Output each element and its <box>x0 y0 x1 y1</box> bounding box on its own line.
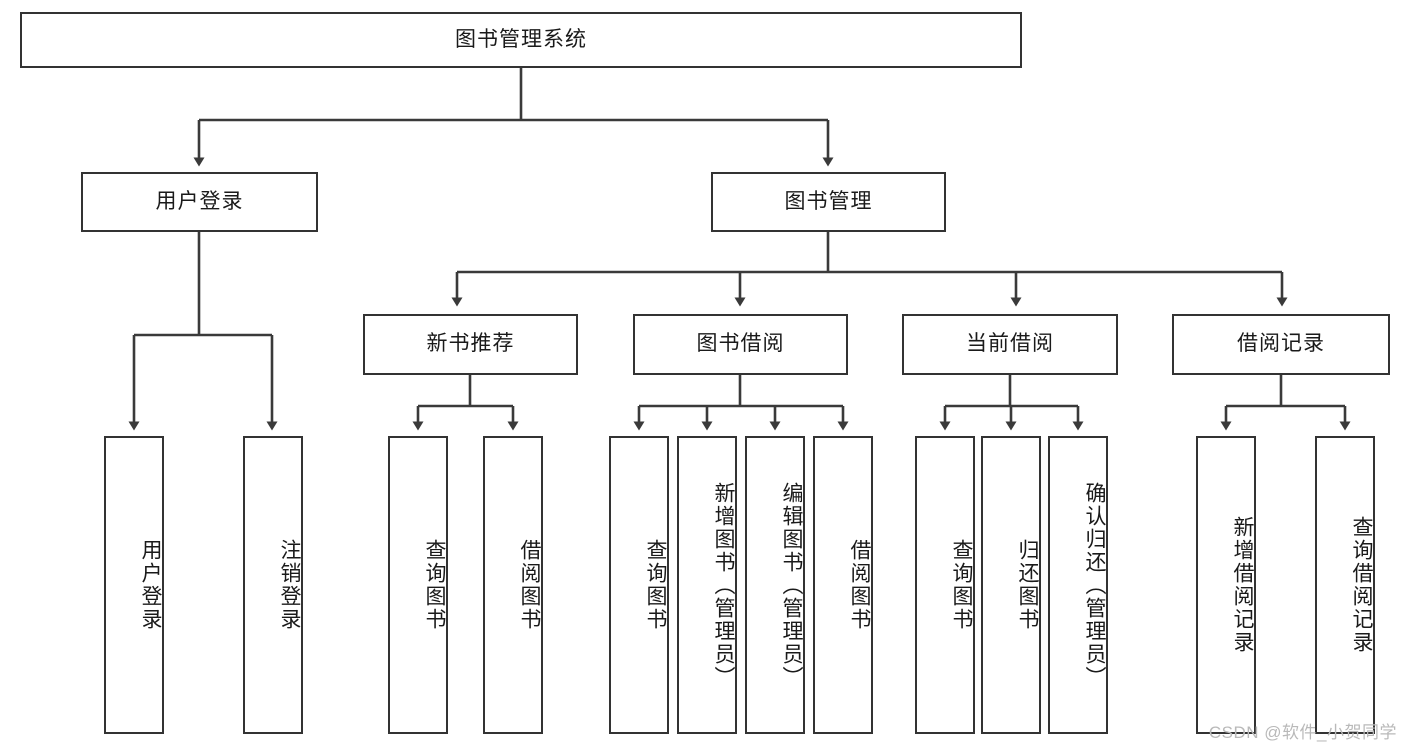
node-label: 用户登录 <box>155 189 244 213</box>
leaf-edit-book-admin[interactable]: 编辑图书（管理员） <box>745 436 805 734</box>
leaf-query-book-new-recommend[interactable]: 查询图书 <box>388 436 448 734</box>
node-label: 归还图书 <box>1016 539 1039 631</box>
node-new-book-recommend[interactable]: 新书推荐 <box>363 314 578 375</box>
node-label: 用户登录 <box>139 539 162 631</box>
node-label: 图书管理 <box>784 189 873 213</box>
node-label: 注销登录 <box>278 539 301 631</box>
node-label: 新增图书（管理员） <box>712 481 735 689</box>
node-label: 当前借阅 <box>966 332 1054 356</box>
node-label: 新增借阅记录 <box>1231 516 1254 654</box>
leaf-query-book-current[interactable]: 查询图书 <box>915 436 975 734</box>
leaf-user-login[interactable]: 用户登录 <box>104 436 164 734</box>
node-label: 借阅记录 <box>1237 332 1325 356</box>
node-current-borrow[interactable]: 当前借阅 <box>902 314 1118 375</box>
csdn-watermark: CSDN @软件_小贺同学 <box>1208 723 1397 742</box>
node-label: 查询图书 <box>950 539 973 631</box>
node-label: 查询借阅记录 <box>1350 516 1373 654</box>
leaf-query-borrow-record[interactable]: 查询借阅记录 <box>1315 436 1375 734</box>
node-label: 新书推荐 <box>426 332 515 356</box>
node-label: 借阅图书 <box>518 539 541 631</box>
leaf-return-book[interactable]: 归还图书 <box>981 436 1041 734</box>
node-user-login[interactable]: 用户登录 <box>81 172 318 232</box>
node-label: 查询图书 <box>644 539 667 631</box>
leaf-query-book-borrow[interactable]: 查询图书 <box>609 436 669 734</box>
node-label: 编辑图书（管理员） <box>780 481 803 689</box>
node-book-borrow[interactable]: 图书借阅 <box>633 314 848 375</box>
leaf-confirm-return-admin[interactable]: 确认归还（管理员） <box>1048 436 1108 734</box>
leaf-borrow-book-borrow[interactable]: 借阅图书 <box>813 436 873 734</box>
node-root-book-management-system[interactable]: 图书管理系统 <box>20 12 1022 68</box>
node-label: 查询图书 <box>423 539 446 631</box>
node-label: 确认归还（管理员） <box>1083 481 1106 689</box>
node-book-management[interactable]: 图书管理 <box>711 172 946 232</box>
leaf-add-borrow-record[interactable]: 新增借阅记录 <box>1196 436 1256 734</box>
leaf-add-book-admin[interactable]: 新增图书（管理员） <box>677 436 737 734</box>
leaf-borrow-book-new-recommend[interactable]: 借阅图书 <box>483 436 543 734</box>
node-label: 图书管理系统 <box>455 27 587 51</box>
leaf-logout-login[interactable]: 注销登录 <box>243 436 303 734</box>
node-label: 借阅图书 <box>848 539 871 631</box>
node-label: 图书借阅 <box>696 332 785 356</box>
node-borrow-record[interactable]: 借阅记录 <box>1172 314 1390 375</box>
